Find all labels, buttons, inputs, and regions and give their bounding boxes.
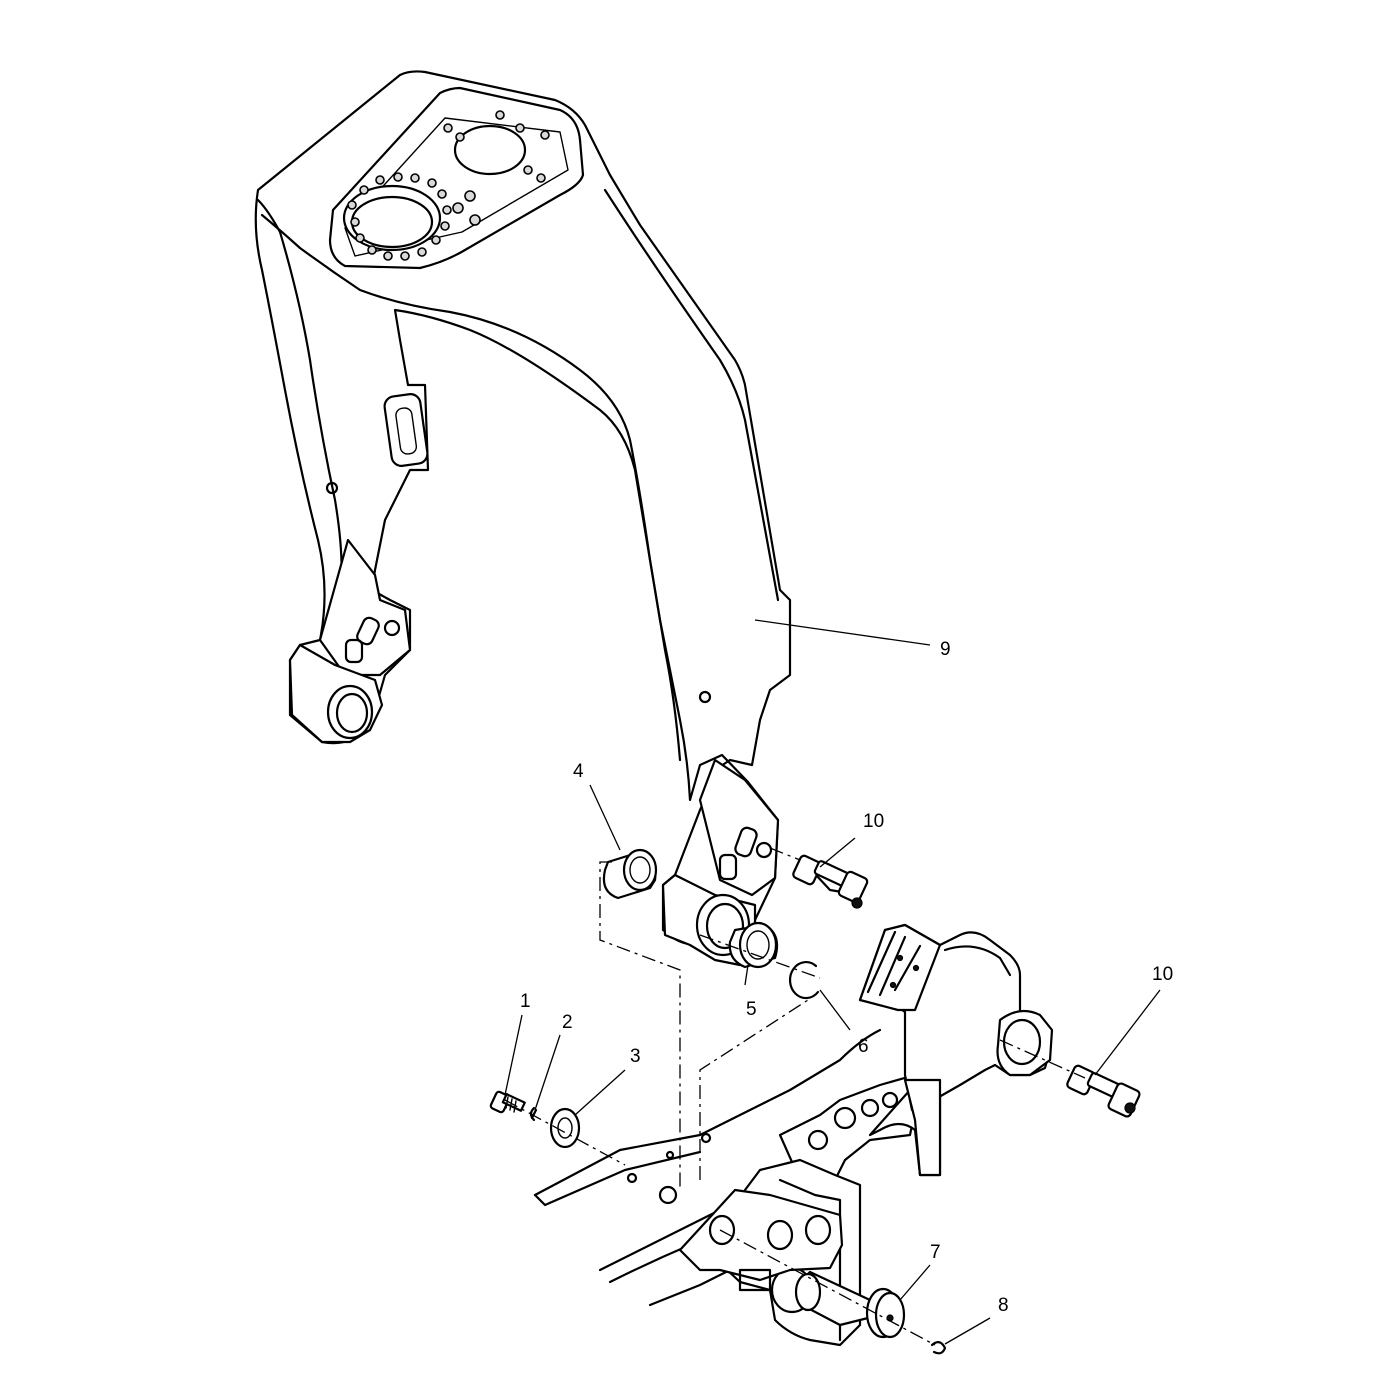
callout-6: 6: [858, 1036, 869, 1057]
callout-8: 8: [998, 1295, 1009, 1316]
bolt-hole-pattern: [347, 110, 550, 261]
leader-lines: [504, 619, 1161, 1345]
part-8-clip: [930, 1341, 947, 1355]
callout-3: 3: [630, 1046, 641, 1067]
callout-2: 2: [562, 1012, 573, 1033]
callout-10-lower: 10: [1152, 964, 1173, 985]
callout-4: 4: [573, 761, 584, 782]
callout-7: 7: [930, 1242, 941, 1263]
callout-1: 1: [520, 991, 531, 1012]
part-4-bushing: [602, 848, 658, 900]
part-5-bushing: [728, 921, 779, 969]
cylinder-bracket-assembly: [858, 923, 1054, 1177]
part-9-yoke-arm: [254, 70, 792, 967]
callout-9: 9: [940, 639, 951, 660]
callout-5: 5: [746, 999, 757, 1020]
callout-10-upper: 10: [863, 811, 884, 832]
callout-labels: 9 4 10 10 5 6 1 2 3 7 8: [520, 639, 1173, 1316]
part-10-fitting-lower: [1066, 1064, 1141, 1118]
part-1-bolt: [489, 1090, 526, 1114]
part-10-fitting-upper: [792, 854, 869, 909]
assembly-dashed-lines: [504, 847, 1086, 1346]
part-7-pin: [794, 1270, 906, 1339]
part-6-retaining-ring: [788, 961, 820, 1000]
part-3-flat-washer: [549, 1107, 581, 1149]
